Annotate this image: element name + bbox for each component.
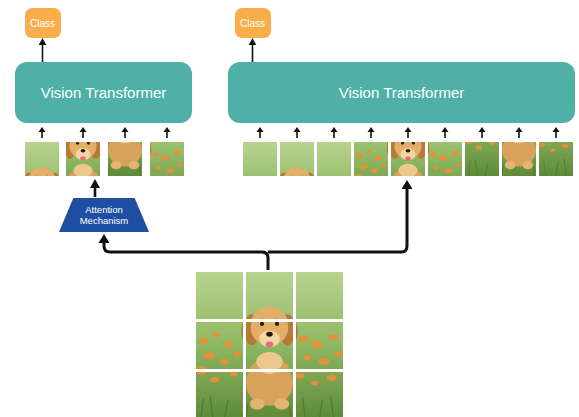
image-patch: [249, 142, 351, 244]
node-label: Class: [30, 18, 55, 29]
arrow-head: [39, 38, 47, 45]
image-patch: [202, 278, 343, 417]
connector-line: [42, 44, 44, 62]
attention-trapezoid: Attention Mechanism: [59, 198, 149, 232]
transformer-box: Vision Transformer: [15, 62, 192, 123]
connector-arrow: [249, 38, 257, 62]
class-box: Class: [25, 8, 61, 38]
connector-arrow: [39, 38, 47, 62]
image-grid: [196, 272, 343, 417]
image-patch: [82, 108, 184, 210]
arrow-head: [249, 38, 257, 45]
node-label: Vision Transformer: [339, 84, 465, 101]
node-label: Attention Mechanism: [73, 205, 135, 227]
class-box: Class: [235, 8, 271, 38]
patch-arrows: [39, 127, 560, 138]
trapezoid-fill: [59, 198, 149, 232]
attention-arrow: [90, 179, 100, 197]
image-patch: [360, 108, 462, 210]
node-label: Class: [240, 18, 265, 29]
transformer-box: Vision Transformer: [228, 62, 575, 123]
connector-line: [252, 44, 254, 62]
node-label: Vision Transformer: [41, 84, 167, 101]
